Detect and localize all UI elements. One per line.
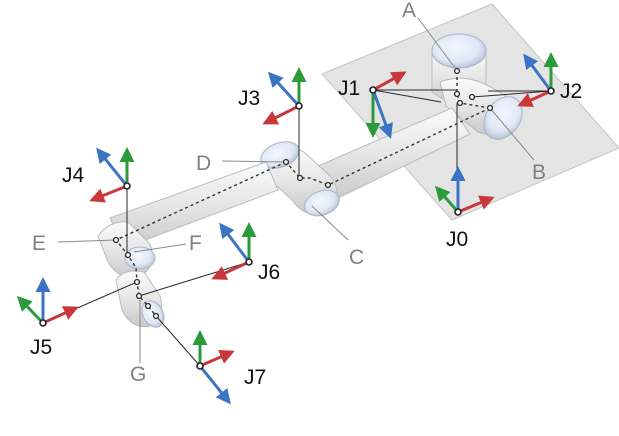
coordinate-frame-icon: [123, 182, 131, 190]
label-j1: J1: [338, 77, 360, 100]
coordinate-frame-icon: [454, 208, 462, 216]
leader-lines: [42, 17, 552, 367]
label-point-e: E: [32, 232, 46, 255]
x-axis-icon: [457, 195, 495, 214]
x-axis-icon: [211, 260, 250, 280]
joint-labels: J0 J1 J2 J3 J4 J5 J6 J7: [30, 77, 582, 389]
point-labels: A B C D E F G: [32, 0, 546, 386]
coordinate-frame-icon: [39, 319, 47, 327]
label-j0: J0: [446, 228, 468, 251]
frame-j6: [211, 222, 257, 280]
label-point-c: C: [349, 246, 364, 269]
coordinate-frame-icon: [547, 87, 555, 95]
z-axis-icon: [198, 365, 231, 405]
x-axis-icon: [517, 89, 552, 107]
frame-j1: [365, 71, 407, 139]
frame-j7: [192, 330, 235, 405]
x-axis-icon: [199, 349, 235, 368]
x-axis-icon: [42, 306, 79, 325]
label-j2: J2: [560, 80, 582, 103]
x-axis-icon: [89, 184, 128, 203]
label-point-a: A: [402, 0, 416, 22]
label-point-g: G: [130, 363, 146, 386]
label-j3: J3: [238, 87, 260, 110]
frame-j0: [435, 166, 495, 216]
label-j6: J6: [258, 261, 280, 284]
label-point-f: F: [189, 232, 202, 255]
coordinate-frame-icon: [196, 362, 204, 370]
label-point-b: B: [532, 161, 546, 184]
frame-j4: [89, 147, 135, 203]
arm-points: [112, 67, 494, 320]
label-j4: J4: [62, 164, 85, 187]
label-j7: J7: [244, 366, 266, 389]
coordinate-frame-icon: [245, 258, 253, 266]
z-axis-icon: [267, 71, 301, 108]
z-axis-icon: [523, 53, 553, 92]
x-axis-icon: [372, 71, 407, 92]
y-axis-icon: [16, 295, 45, 325]
frame-j2: [517, 52, 559, 107]
label-point-d: D: [196, 152, 211, 175]
label-j5: J5: [30, 336, 52, 359]
coordinate-frame-icon: [295, 102, 303, 110]
frame-j3: [262, 67, 307, 125]
z-axis-icon: [96, 147, 129, 187]
x-axis-icon: [262, 104, 300, 125]
frame-j5: [16, 277, 79, 327]
coordinate-frame-icon: [369, 86, 377, 94]
z-axis-icon: [371, 89, 393, 139]
y-axis-icon: [435, 185, 460, 213]
z-axis-icon: [219, 222, 251, 263]
